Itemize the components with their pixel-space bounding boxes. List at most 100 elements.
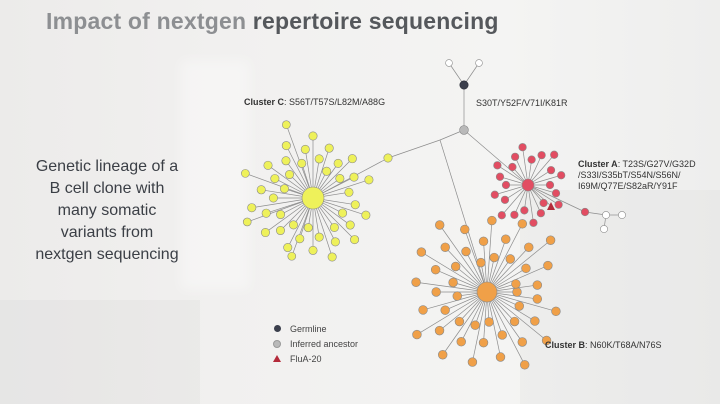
cluster-c-node: [275, 226, 285, 236]
cluster-b-hub: [476, 281, 498, 303]
cluster-b-node: [517, 337, 527, 347]
cluster-c-node: [241, 169, 250, 178]
cluster-c-node: [322, 166, 332, 176]
cluster-b-node: [412, 329, 422, 340]
tree-edge: [439, 224, 488, 293]
cluster-a-node: [501, 180, 511, 190]
cluster-a-node: [500, 195, 510, 204]
cluster-c-node: [327, 252, 337, 262]
cluster-b-name: Cluster B: [545, 340, 586, 350]
cluster-c-node: [242, 217, 252, 227]
tree-edge: [486, 239, 551, 293]
cluster-c-node: [260, 228, 270, 238]
cluster-a-node: [497, 211, 506, 220]
cluster-c-node: [256, 185, 266, 195]
cluster-a-label: Cluster A: T23S/G27V/G32D /S33I/S35bT/S5…: [578, 159, 696, 192]
cluster-b-node: [440, 305, 450, 315]
cluster-b-node: [450, 261, 461, 272]
inferred-ancestor-node: [459, 125, 469, 135]
cluster-c-node: [324, 143, 334, 153]
cluster-a-node: [527, 155, 536, 164]
cluster-b-node: [541, 335, 552, 346]
tree-edge: [522, 147, 529, 186]
cluster-b-node: [454, 316, 465, 327]
legend: Germline Inferred ancestor FluA-20: [270, 321, 358, 366]
tree-edge: [472, 291, 488, 363]
flua-triangle-icon: [273, 355, 281, 362]
cluster-b-node: [461, 246, 471, 257]
cluster-b-node: [509, 316, 520, 327]
cluster-a-node: [546, 166, 556, 175]
cluster-b-node: [505, 254, 515, 264]
cluster-b-node: [501, 234, 511, 244]
tree-edge: [245, 173, 314, 199]
cluster-c-node: [261, 208, 271, 218]
cluster-a-node: [554, 200, 563, 209]
cluster-c-node: [344, 187, 354, 197]
germline-leaf: [445, 59, 453, 67]
cluster-a-node: [551, 189, 561, 198]
tree-edge: [486, 291, 526, 365]
cluster-b-node: [511, 279, 521, 289]
tree-edge: [387, 139, 441, 159]
cluster-a-node: [537, 151, 546, 160]
cluster-b-node: [478, 337, 489, 348]
tree-edge: [464, 229, 488, 293]
cluster-c-node: [350, 235, 360, 245]
tree-edges: [245, 62, 622, 365]
cluster-a-node: [490, 190, 499, 199]
legend-flua-20: FluA-20: [270, 351, 358, 366]
title-part-1: Impact of nextgen: [46, 8, 247, 34]
cluster-b-node: [456, 337, 466, 347]
cluster-c-node: [330, 237, 340, 247]
tree-edge: [247, 197, 314, 223]
cluster-a-node: [520, 206, 529, 215]
cluster-b-node: [434, 325, 445, 336]
tree-edge: [486, 220, 493, 293]
cluster-a-node: [580, 207, 590, 217]
cluster-a-node: [529, 218, 538, 227]
cluster-b-node: [517, 219, 528, 229]
cluster-b-node: [430, 264, 441, 275]
slide-title: Impact of nextgen repertoire sequencing: [46, 8, 499, 35]
tree-edge: [527, 184, 534, 223]
cluster-a-node: [539, 198, 548, 208]
cluster-b-node: [524, 242, 534, 252]
description-text: Genetic lineage of a B cell clone with m…: [14, 156, 200, 266]
cluster-c-node: [314, 154, 324, 164]
tree-edge: [463, 129, 529, 186]
flua-20-marker: [547, 202, 555, 210]
cluster-a-leaf: [602, 211, 610, 219]
cluster-c-node: [285, 170, 295, 180]
cluster-c-node: [300, 144, 310, 154]
cluster-b-node: [448, 277, 458, 288]
cluster-c-node: [308, 131, 318, 141]
germline-leaf: [475, 59, 483, 67]
cluster-c-hub: [301, 186, 325, 210]
cluster-a-node: [508, 162, 517, 172]
cluster-b-node: [470, 320, 480, 330]
tree-edge: [486, 291, 557, 312]
cluster-c-node: [361, 210, 371, 220]
cluster-c-node: [345, 220, 355, 230]
cluster-b-node: [418, 305, 428, 315]
cluster-a-mutations-3: I69M/Q77E/S82aR/Y91F: [578, 181, 678, 191]
cluster-c-node: [283, 243, 293, 253]
cluster-c-node: [383, 153, 393, 163]
cluster-c-mutations: : S56T/T57S/L82M/A88G: [284, 97, 386, 107]
cluster-c-node: [338, 208, 348, 218]
cluster-b-node: [530, 316, 540, 326]
cluster-a-name: Cluster A: [578, 159, 618, 169]
cluster-a-hub: [521, 178, 535, 192]
cluster-c-name: Cluster C: [244, 97, 285, 107]
legend-germline: Germline: [270, 321, 358, 336]
legend-inferred-label: Inferred ancestor: [290, 338, 359, 349]
tree-edge: [442, 291, 488, 355]
cluster-b-node: [440, 242, 450, 252]
tree-edge: [527, 154, 555, 186]
description-line: Genetic lineage of a: [35, 158, 179, 175]
cluster-c-node: [350, 200, 360, 210]
cluster-a-node: [493, 161, 502, 170]
cluster-a-node: [545, 180, 555, 190]
tree-edge: [486, 265, 549, 293]
